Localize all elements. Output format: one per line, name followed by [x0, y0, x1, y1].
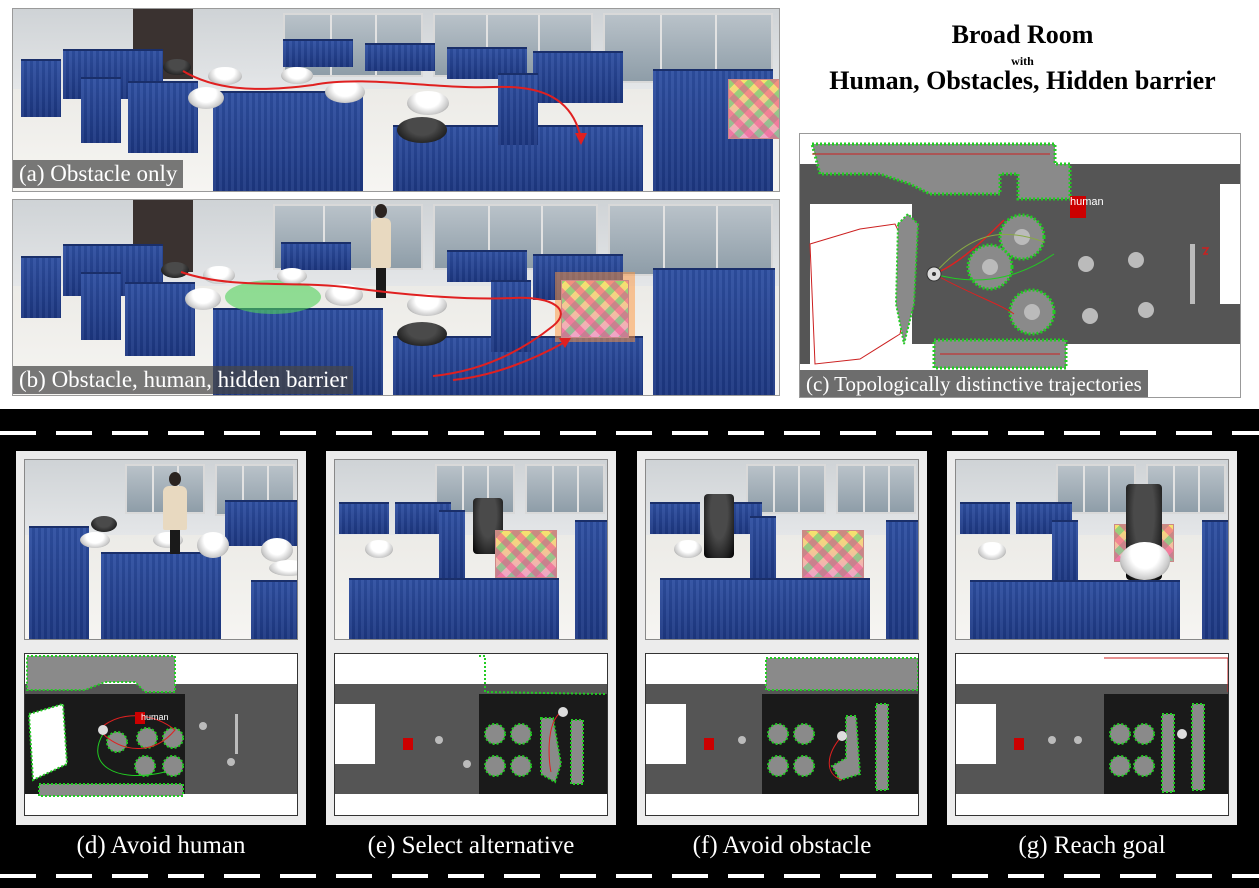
- barrier-panel: [447, 250, 527, 282]
- obstacle-robot: [208, 67, 242, 85]
- photo-obstacle-only: (a) Obstacle only: [12, 8, 780, 192]
- occupancy-grid-map: [800, 142, 1240, 397]
- obstacle-robot: [325, 284, 363, 306]
- caption-e: (e) Select alternative: [367, 832, 575, 859]
- barrier-panel: [283, 39, 353, 67]
- obstacle-robot: [407, 294, 447, 316]
- step-photo: [645, 459, 919, 640]
- human-zone-ellipse: [225, 280, 321, 314]
- step-card-avoid-human: human: [16, 451, 306, 825]
- barrier-panel: [653, 268, 775, 395]
- hidden-barrier-box: [561, 280, 629, 338]
- caption-c: (c) Topologically distinctive trajectori…: [800, 370, 1148, 397]
- figure-subtitle: Human, Obstacles, Hidden barrier: [829, 66, 1216, 95]
- trajectory-line: [180, 271, 571, 381]
- figure-title-connector: with: [1011, 54, 1034, 68]
- robot: [161, 262, 189, 278]
- obstacle-robot: [397, 322, 447, 346]
- colorful-box: [495, 530, 557, 578]
- step-photo: [334, 459, 608, 640]
- photo-obstacle-human-barrier: (b) Obstacle, human, hidden barrier: [12, 199, 780, 396]
- barrier-panel: [81, 272, 121, 340]
- step-card-select-alternative: [326, 451, 616, 825]
- obstacle-robot: [397, 117, 447, 143]
- barrier-panel: [125, 282, 195, 356]
- barrier-panel: [21, 256, 61, 318]
- dashed-line-top: [0, 431, 1259, 435]
- human: [369, 204, 393, 300]
- barrier-panel: [21, 59, 61, 117]
- figure-title: Broad Room: [951, 20, 1094, 49]
- obstacle-robot: [281, 67, 313, 84]
- caption-g: (g) Reach goal: [1018, 832, 1166, 859]
- window: [608, 204, 773, 276]
- human-map-label: human: [1070, 196, 1104, 208]
- human: [161, 472, 191, 556]
- step-map: [645, 653, 919, 816]
- caption-d: (d) Avoid human: [76, 832, 246, 859]
- barrier-panel: [213, 91, 363, 191]
- step-map: human: [24, 653, 298, 816]
- obstacle-robot: [407, 91, 449, 115]
- obstacle-robot: [185, 288, 221, 310]
- caption-a: (a) Obstacle only: [13, 160, 184, 188]
- step-card-avoid-obstacle: [637, 451, 927, 825]
- step-photo: [24, 459, 298, 640]
- barrier-panel: [491, 280, 531, 352]
- caption-b: (b) Obstacle, human, hidden barrier: [13, 366, 354, 394]
- step-photo: [955, 459, 1229, 640]
- barrier-panel: [281, 242, 351, 270]
- barrier-panel: [81, 77, 121, 143]
- obstacle-robot: [188, 87, 224, 109]
- caption-f: (f) Avoid obstacle: [692, 832, 872, 859]
- trajectory-line: [182, 70, 587, 145]
- barrier-panel: [365, 43, 435, 71]
- step-map: [955, 653, 1229, 816]
- dashed-line-bottom: [0, 874, 1259, 878]
- step-map: [334, 653, 608, 816]
- colorful-box: [802, 530, 864, 578]
- step-card-reach-goal: [947, 451, 1237, 825]
- barrier-panel: [533, 51, 623, 103]
- human-map-label: human: [141, 712, 169, 722]
- colorful-box: [728, 79, 779, 139]
- topology-map: human (c) Topologically distinctive traj…: [799, 133, 1241, 398]
- obstacle-robot: [325, 81, 365, 103]
- obstacle-robot: [277, 268, 307, 284]
- barrier-panel: [128, 81, 198, 153]
